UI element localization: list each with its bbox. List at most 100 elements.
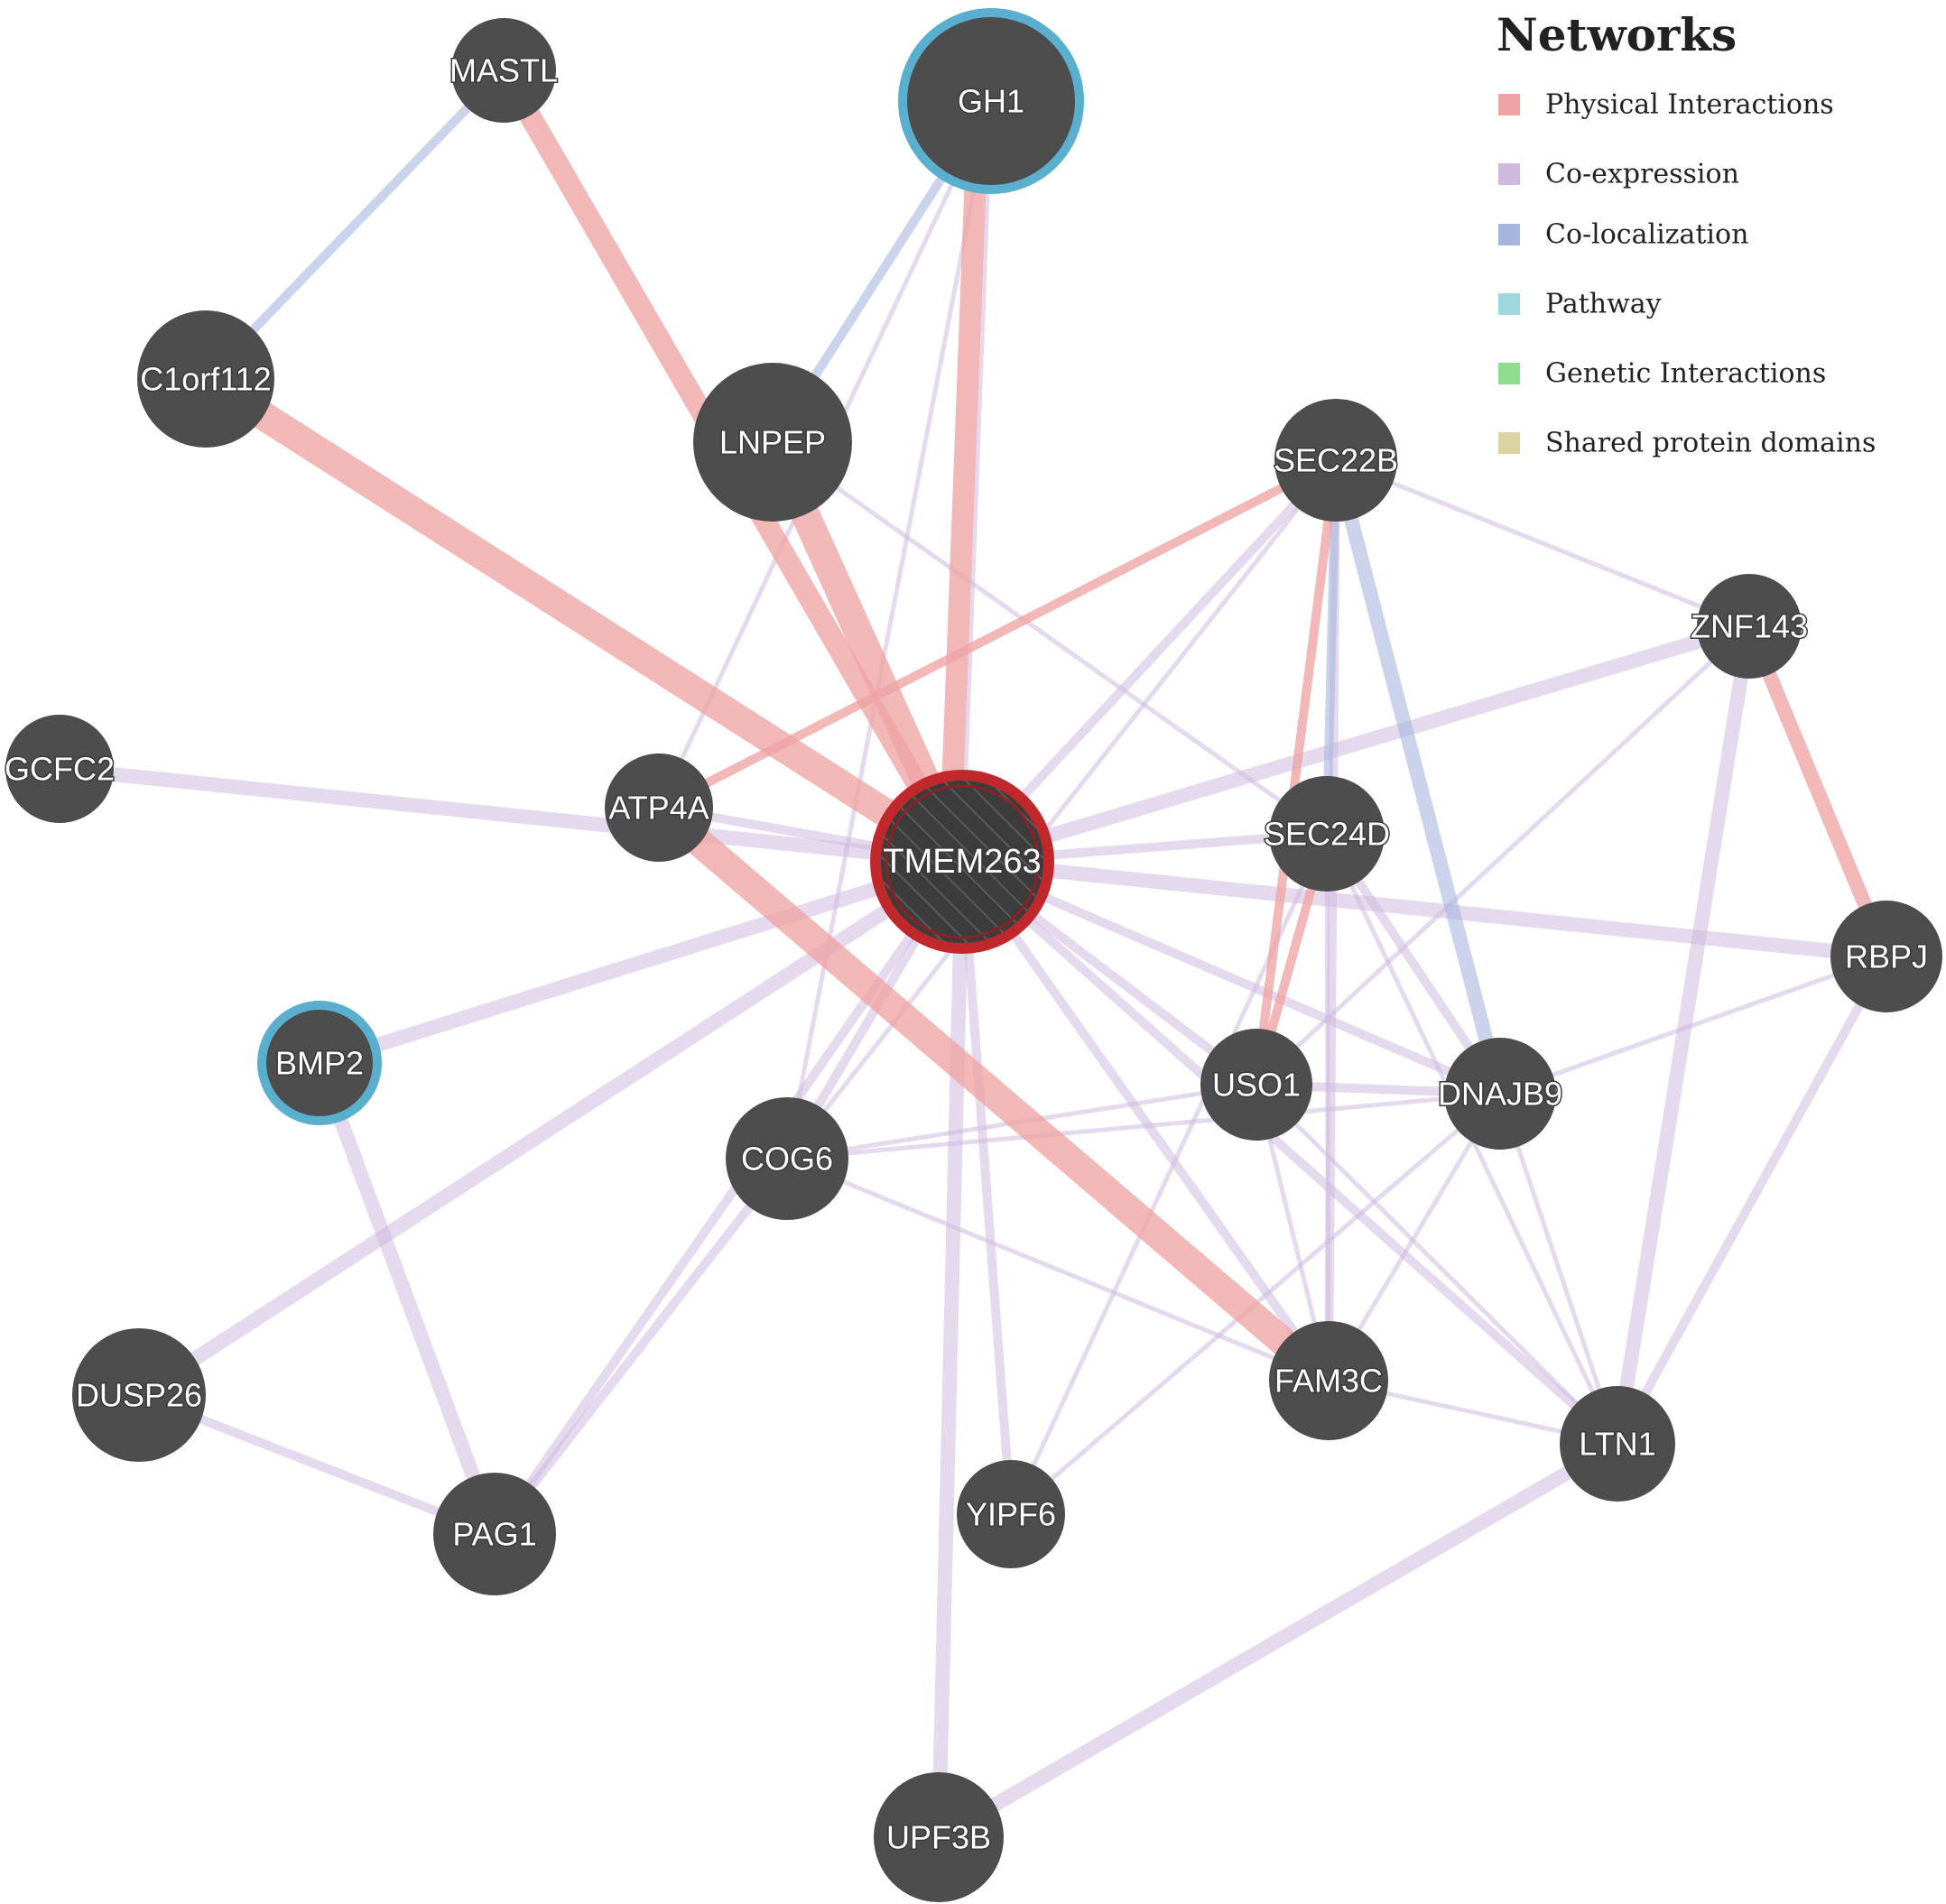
node-lnpep[interactable]: LNPEP <box>693 363 852 522</box>
edge-coexpression-gcfc2-tmem263[interactable] <box>59 762 963 869</box>
node-atp4a[interactable]: ATP4A <box>605 753 713 862</box>
node-circle <box>72 1328 206 1462</box>
node-upf3b[interactable]: UPF3B <box>874 1772 1004 1902</box>
edge-physical-sec22b-atp4a[interactable] <box>656 456 1339 812</box>
query-node-circle <box>870 770 1054 954</box>
node-circle <box>451 18 556 123</box>
edge-coexpression-dnajb9-ltn1[interactable] <box>1497 1093 1620 1445</box>
node-label: DUSP26 <box>76 1377 202 1414</box>
node-gcfc2[interactable]: GCFC2 <box>3 715 116 823</box>
node-circle <box>137 310 274 448</box>
node-label: RBPJ <box>1845 938 1928 975</box>
edge-colocalization-sec22b-dnajb9[interactable] <box>1329 458 1507 1096</box>
edge-physical-znf143-rbpj[interactable] <box>1742 623 1894 960</box>
edge-coexpression-gh1-cog6[interactable] <box>784 100 994 1160</box>
edge-coexpression-znf143-ltn1[interactable] <box>1610 624 1756 1446</box>
edge-coexpression-tmem263-pag1[interactable] <box>490 859 967 1537</box>
node-label: YIPF6 <box>966 1496 1056 1533</box>
legend-item-physical[interactable]: Physical Interactions <box>1498 89 1834 121</box>
node-circle <box>605 753 713 862</box>
node-label: USO1 <box>1212 1067 1301 1104</box>
node-label: LTN1 <box>1579 1426 1655 1463</box>
node-znf143[interactable]: ZNF143 <box>1689 574 1810 679</box>
node-label: TMEM263 <box>883 843 1041 881</box>
query-node-inner-ring <box>885 784 1040 939</box>
node-bmp2[interactable]: BMP2 <box>257 1001 382 1125</box>
edge-coexpression-znf143-uso1[interactable] <box>1255 624 1751 1086</box>
edge-coexpression-rbpj-dnajb9[interactable] <box>1499 954 1887 1096</box>
edge-colocalization-mastl-c1orf112[interactable] <box>202 67 507 383</box>
node-circle <box>693 363 852 522</box>
node-label: ATP4A <box>608 790 709 827</box>
edge-coexpression-znf143-tmem263[interactable] <box>959 619 1752 869</box>
edge-physical-gh1-tmem263[interactable] <box>939 100 990 862</box>
legend-swatch <box>1498 293 1520 315</box>
legend-item-genetic[interactable]: Genetic Interactions <box>1498 358 1826 390</box>
edge-coexpression-lnpep-sec24d[interactable] <box>771 439 1329 836</box>
node-pag1[interactable]: PAG1 <box>433 1473 556 1595</box>
edge-physical-c1orf112-tmem263[interactable] <box>198 366 970 874</box>
edge-coexpression-tmem263-rbpj[interactable] <box>961 855 1887 964</box>
legend-swatch <box>1498 432 1520 454</box>
edge-coexpression-dnajb9-cog6[interactable] <box>786 1091 1501 1161</box>
node-circle <box>1697 574 1802 679</box>
edge-coexpression-sec22b-znf143[interactable] <box>1335 458 1750 629</box>
legend-label: Pathway <box>1545 289 1662 320</box>
node-mastl[interactable]: MASTL <box>448 18 560 123</box>
edge-coexpression-tmem263-ltn1[interactable] <box>959 858 1621 1447</box>
node-circle <box>898 8 1084 194</box>
node-sec22b[interactable]: SEC22B <box>1272 399 1400 522</box>
node-tmem263[interactable]: TMEM263 <box>870 770 1054 954</box>
node-label: COG6 <box>741 1141 833 1178</box>
edge-coexpression-bmp2-pag1[interactable] <box>312 1060 502 1537</box>
edge-coexpression-tmem263-bmp2[interactable] <box>317 855 965 1070</box>
edge-coexpression-sec22b-cog6[interactable] <box>785 458 1338 1160</box>
node-label: ZNF143 <box>1691 608 1808 645</box>
node-cog6[interactable]: COG6 <box>726 1097 848 1220</box>
edge-coexpression-tmem263-yipf6[interactable] <box>958 861 1015 1515</box>
node-label: BMP2 <box>275 1045 364 1082</box>
legend-item-coexpression[interactable]: Co-expression <box>1498 159 1739 190</box>
edge-coexpression-gh1-tmem263[interactable] <box>959 100 994 863</box>
legend-swatch <box>1498 163 1520 185</box>
legend-label: Co-localization <box>1545 219 1748 251</box>
node-yipf6[interactable]: YIPF6 <box>957 1460 1065 1568</box>
edge-coexpression-uso1-ltn1[interactable] <box>1255 1083 1619 1446</box>
node-fam3c[interactable]: FAM3C <box>1269 1321 1388 1440</box>
node-circle <box>1274 399 1397 522</box>
node-circle <box>1830 901 1942 1012</box>
node-circle <box>874 1772 1004 1902</box>
edge-coexpression-rbpj-ltn1[interactable] <box>1613 954 1891 1446</box>
node-dnajb9[interactable]: DNAJB9 <box>1436 1038 1564 1150</box>
legend-label: Co-expression <box>1545 159 1739 190</box>
node-label: GH1 <box>958 83 1024 120</box>
node-label: SEC24D <box>1264 816 1390 853</box>
node-c1orf112[interactable]: C1orf112 <box>137 310 274 448</box>
edge-coexpression-tmem263-dnajb9[interactable] <box>960 857 1502 1098</box>
legend-swatch <box>1498 224 1520 245</box>
node-circle <box>957 1460 1065 1568</box>
legend-item-pathway[interactable]: Pathway <box>1498 289 1662 320</box>
node-ltn1[interactable]: LTN1 <box>1560 1386 1675 1502</box>
node-label: FAM3C <box>1274 1363 1383 1400</box>
legend-title: Networks <box>1497 8 1737 61</box>
node-uso1[interactable]: USO1 <box>1200 1029 1312 1141</box>
edge-coexpression-tmem263-upf3b[interactable] <box>931 861 969 1838</box>
edge-coexpression-cog6-pag1[interactable] <box>491 1155 791 1538</box>
edge-physical-sec22b-uso1[interactable] <box>1252 459 1340 1086</box>
node-gh1[interactable]: GH1 <box>898 8 1084 194</box>
legend-item-domains[interactable]: Shared protein domains <box>1498 428 1876 459</box>
node-dusp26[interactable]: DUSP26 <box>72 1328 206 1462</box>
node-rbpj[interactable]: RBPJ <box>1830 901 1942 1012</box>
networks-legend: Networks Physical InteractionsCo-express… <box>1497 8 1876 459</box>
node-circle <box>1200 1029 1312 1141</box>
legend-item-colocalization[interactable]: Co-localization <box>1498 219 1748 251</box>
edges-layer <box>59 64 1894 1844</box>
node-sec24d[interactable]: SEC24D <box>1262 776 1392 892</box>
edge-physical-atp4a-fam3c[interactable] <box>649 796 1339 1392</box>
edge-coexpression-cog6-fam3c[interactable] <box>786 1156 1330 1383</box>
edge-coexpression-ltn1-upf3b[interactable] <box>934 1437 1622 1844</box>
edge-colocalization-sec22b-sec24d[interactable] <box>1322 459 1340 835</box>
